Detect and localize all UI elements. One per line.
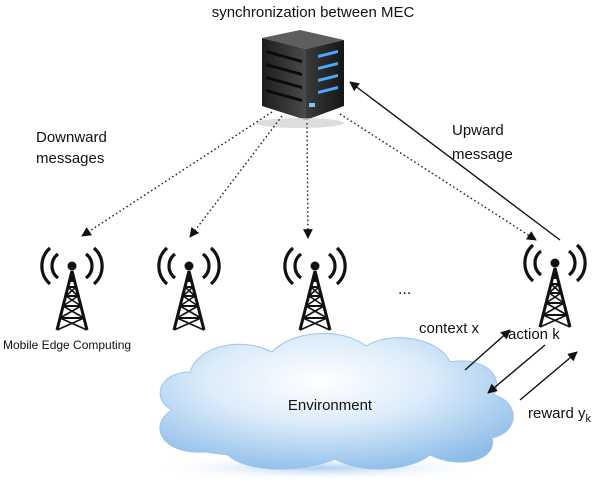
upward-label-line2: message (452, 146, 513, 163)
upward-arrow (349, 81, 561, 241)
downward-label: Downward (36, 129, 107, 146)
antenna-tower-icon (40, 246, 104, 332)
ellipsis: ... (398, 281, 411, 298)
antenna-tower-icon (157, 246, 221, 332)
antenna-tower-icon (523, 243, 587, 329)
diagram-title: synchronization between MEC (212, 4, 415, 21)
action-arrow (487, 344, 546, 394)
reward-arrow (519, 351, 578, 401)
upward-label: Upward (452, 122, 504, 139)
action-label: action k (508, 326, 560, 343)
reward-label-main: reward y (528, 405, 586, 422)
cloud-icon (159, 332, 514, 470)
downward-label-line2: messages (36, 150, 104, 167)
antenna-tower-icon (283, 246, 347, 332)
context-arrow (464, 329, 511, 371)
mec-label: Mobile Edge Computing (3, 338, 131, 352)
server-icon (256, 30, 344, 128)
context-label: context x (419, 320, 480, 337)
reward-label: reward yk (528, 405, 592, 425)
environment-label: Environment (288, 397, 373, 414)
downward-arrows (81, 111, 537, 241)
reward-label-subscript: k (586, 413, 592, 425)
